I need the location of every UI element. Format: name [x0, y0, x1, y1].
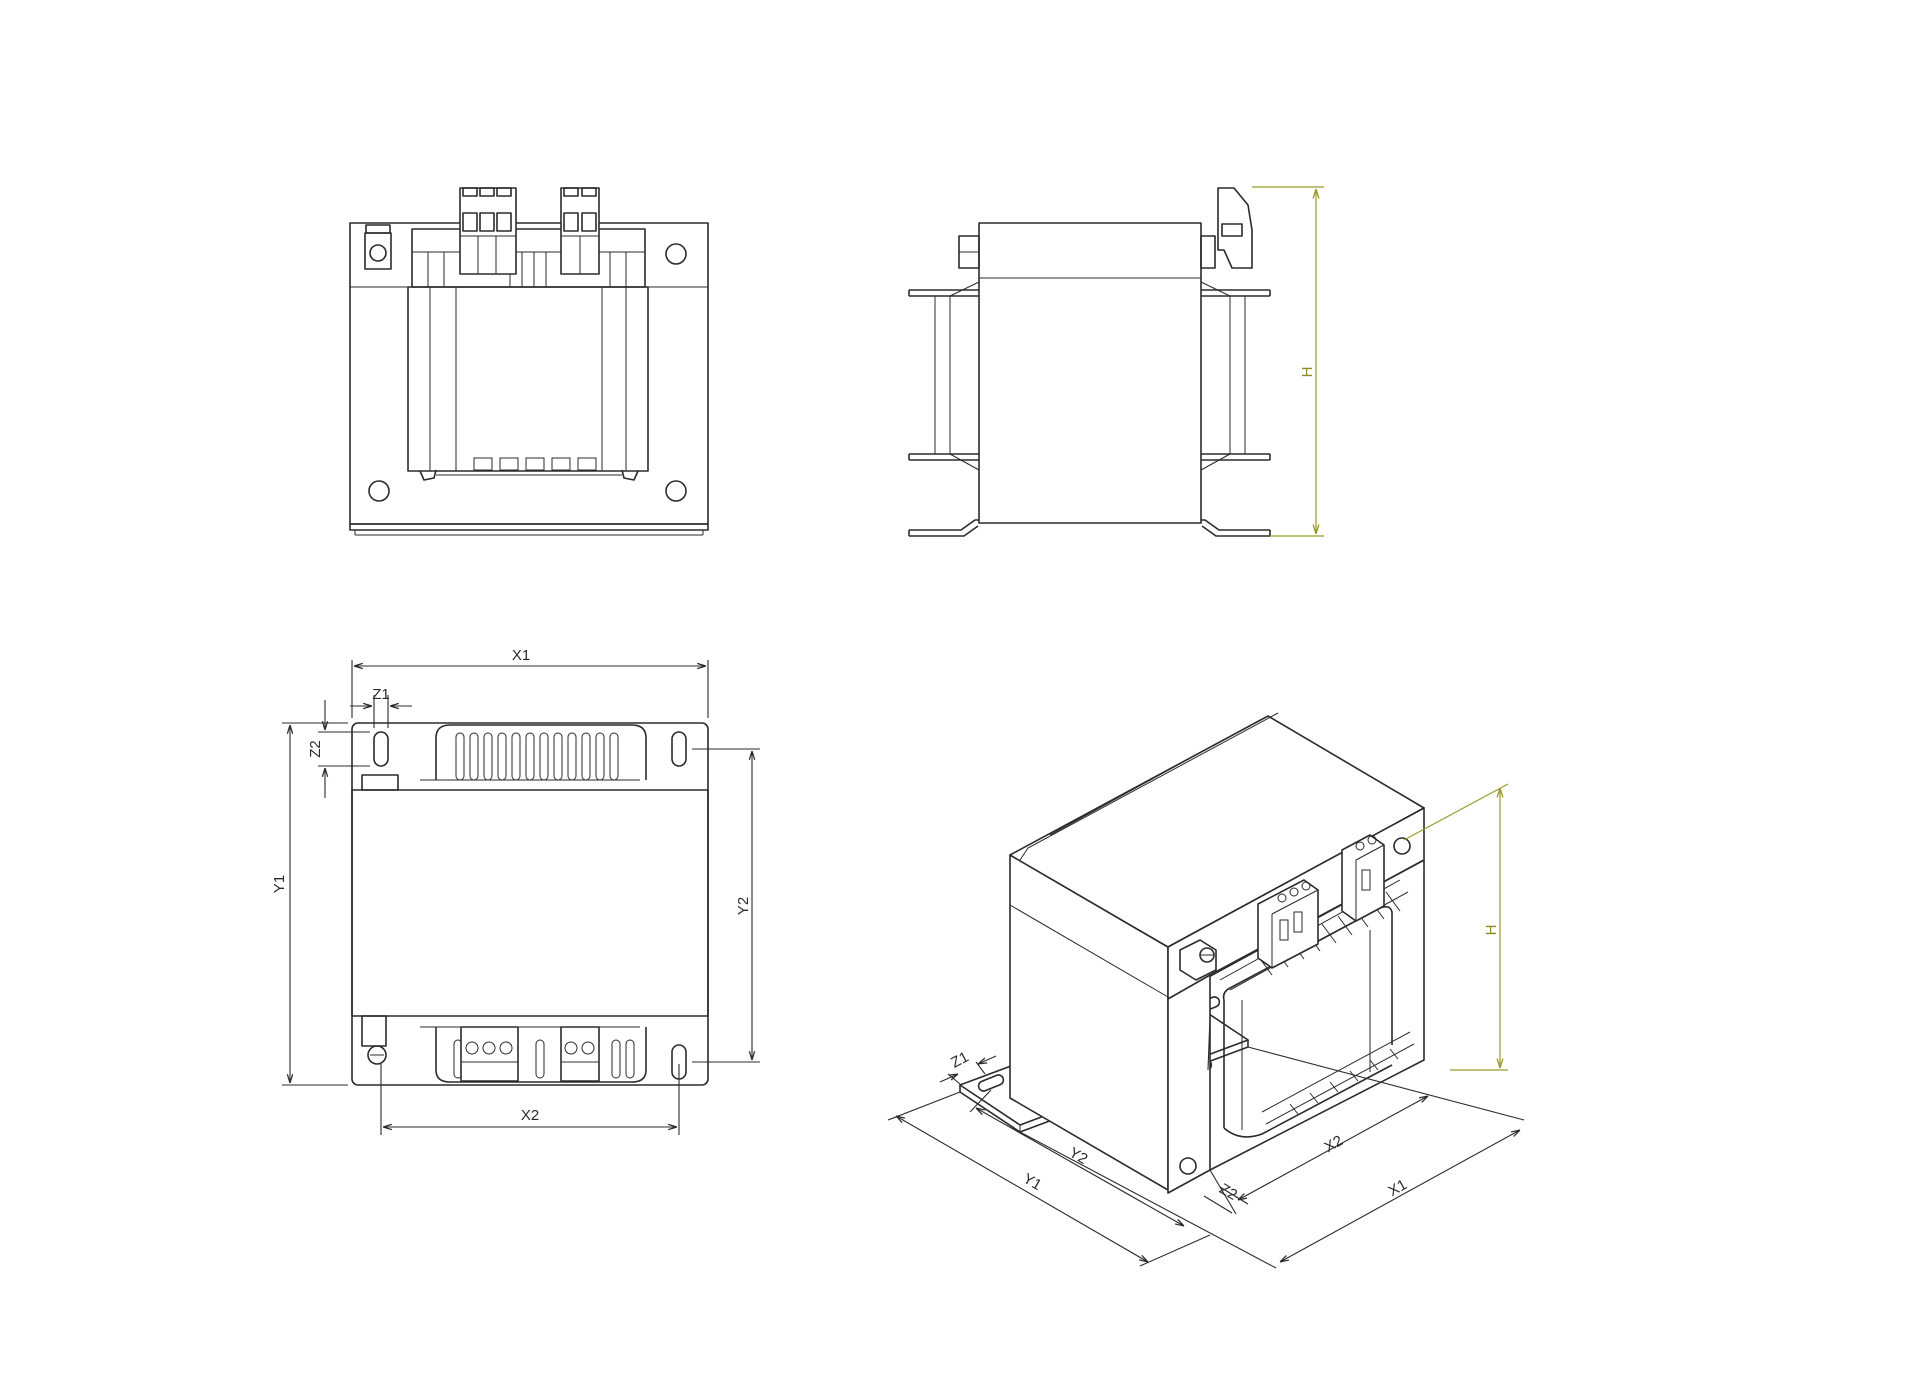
coil-fins-top — [435, 724, 647, 781]
dim-label-y1-top: Y1 — [271, 875, 288, 893]
earth-screw-icon — [361, 1015, 387, 1065]
top-view: X1 Z1 Y1 Z2 Y2 X2 — [271, 647, 760, 1135]
iso-terminal-block-2 — [1341, 834, 1385, 922]
dim-label-z1-top: Z1 — [372, 686, 390, 703]
terminal-block-group-2 — [560, 187, 600, 275]
terminal-clip-icon — [1217, 187, 1253, 269]
isometric-view: H Y1 Y2 Z1 Z2 X2 X1 — [887, 712, 1525, 1269]
coil-ribs-top — [412, 251, 645, 287]
coil-ribs-bottom — [473, 457, 597, 471]
iso-earth-clip-icon — [1179, 939, 1217, 981]
dim-label-h-iso: H — [1483, 925, 1500, 936]
iso-terminal-block-1 — [1257, 879, 1319, 969]
dim-label-x1-top: X1 — [512, 647, 530, 664]
iso-slot-left-icon — [977, 1074, 1005, 1092]
mounting-slot-top-left-icon — [373, 731, 389, 767]
dim-label-z2-top: Z2 — [307, 740, 324, 758]
terminal-block-top-1 — [460, 1026, 519, 1082]
dim-label-z1-iso: Z1 — [948, 1048, 971, 1071]
side-view: H — [908, 186, 1324, 537]
dim-label-y2-iso: Y2 — [1066, 1144, 1090, 1168]
dim-label-y2-top: Y2 — [735, 897, 752, 915]
coil-fins-bottom — [435, 1027, 647, 1083]
earth-terminal-icon — [364, 224, 392, 270]
dim-label-h-side: H — [1299, 367, 1316, 378]
front-view — [349, 187, 709, 536]
terminal-block-top-2 — [560, 1026, 600, 1082]
dim-label-z2-iso: Z2 — [1216, 1180, 1240, 1203]
terminal-block-group-1 — [459, 187, 517, 275]
mounting-slot-top-right-icon — [671, 731, 687, 767]
dim-label-x2-top: X2 — [521, 1107, 539, 1124]
iso-coil-fins-bottom — [1261, 1031, 1415, 1125]
dim-label-x1-iso: X1 — [1386, 1176, 1410, 1200]
